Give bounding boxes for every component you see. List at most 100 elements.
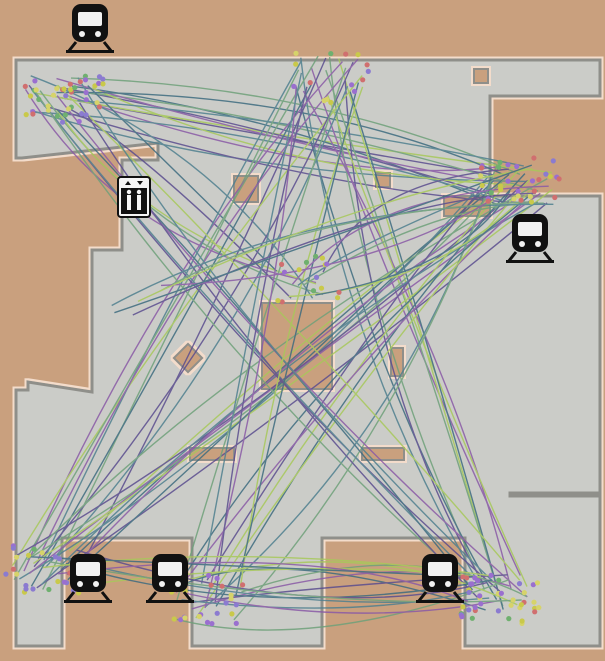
trajectory-path [190, 574, 508, 604]
trajectory-path [70, 77, 521, 176]
agent-dot [335, 295, 341, 301]
agent-dot [65, 106, 72, 112]
trajectory-path [137, 168, 533, 303]
agent-dot [556, 176, 562, 182]
agent-dot [472, 604, 478, 611]
agent-dot [328, 99, 334, 105]
trajectory-path [77, 77, 494, 582]
trajectory-path [326, 93, 528, 587]
trajectory-path [77, 57, 327, 573]
agent-dot [336, 289, 342, 295]
agent-dot [223, 600, 229, 606]
agent-dot [62, 112, 68, 118]
trajectory-path [235, 82, 360, 597]
agent-dot [182, 615, 188, 621]
agent-dot [76, 118, 82, 125]
agent-dot [54, 113, 60, 119]
agent-dot [77, 79, 83, 85]
agent-dot [27, 93, 34, 99]
agent-dot [296, 267, 302, 273]
pillar-bench-left [189, 447, 235, 461]
agent-dot [364, 62, 370, 68]
train-icon-bottom-left-1 [64, 554, 112, 603]
train-icon-right [506, 214, 554, 263]
agent-dot [478, 601, 484, 607]
agent-dot [3, 571, 9, 577]
agent-dot [39, 550, 45, 556]
pillar-corner [473, 68, 489, 84]
trajectory-path [28, 192, 541, 574]
agent-dot [508, 602, 514, 608]
agent-dot [310, 288, 317, 294]
agent-dot [13, 554, 20, 560]
agent-dot [529, 178, 536, 184]
trajectory-path [111, 203, 554, 307]
trajectory-path [349, 91, 504, 610]
agent-dot [479, 182, 485, 189]
agent-dot [275, 298, 281, 304]
trajectory-path [159, 201, 532, 292]
trajectory-path [310, 66, 521, 576]
agent-dot [313, 274, 320, 280]
trajectory-path [43, 61, 302, 561]
agent-dot [228, 596, 234, 602]
agent-dot [536, 605, 542, 611]
trajectory-path [32, 87, 473, 588]
agent-dot [485, 198, 491, 204]
agent-dot [45, 107, 52, 113]
agent-dot [209, 621, 215, 627]
agent-dot [496, 577, 502, 583]
trajectory-path [175, 568, 486, 611]
agent-dot [498, 186, 504, 193]
agent-dot [478, 165, 485, 171]
agent-dot [67, 81, 73, 87]
trajectory-path [184, 561, 518, 606]
agent-dot [307, 80, 313, 86]
agent-dot [488, 572, 494, 579]
agent-dot [527, 193, 533, 200]
agent-dot [72, 85, 78, 91]
agent-dot [511, 196, 517, 202]
agent-dot [464, 575, 470, 581]
agent-dot [319, 255, 325, 261]
trajectory-path [66, 203, 510, 576]
agent-dot [497, 159, 503, 165]
agent-dot [23, 586, 29, 592]
agent-dot [31, 546, 37, 552]
agent-dot [343, 51, 349, 57]
trajectory-path [315, 190, 511, 296]
agent-dot [515, 193, 521, 199]
trajectory-path [11, 75, 363, 566]
agent-dot [550, 158, 556, 164]
agent-dot [505, 178, 511, 184]
agent-dot [56, 556, 62, 562]
trajectory-path [32, 178, 505, 557]
agent-dot [514, 163, 520, 170]
agent-dot [321, 98, 327, 104]
agent-dot [521, 590, 527, 596]
trajectory-path [79, 102, 480, 600]
agent-dot [50, 92, 57, 98]
agent-dot [552, 194, 558, 201]
trajectory-path [30, 84, 312, 587]
agent-dot [516, 581, 523, 587]
agent-dot [293, 50, 299, 56]
agent-dot [100, 81, 106, 87]
trajectory-path [175, 192, 534, 591]
agent-dot [79, 111, 85, 117]
trajectory-path [15, 179, 529, 557]
agent-dot [281, 269, 288, 275]
agent-dot [96, 74, 103, 80]
trajectory-path [56, 109, 317, 285]
agent-dot [469, 615, 475, 621]
trajectory-path [87, 85, 278, 272]
trajectory-path [30, 75, 314, 299]
train-icon-bottom-right [416, 554, 464, 603]
agent-dot [506, 616, 512, 622]
agent-dot [460, 604, 466, 610]
agent-dot [208, 582, 214, 588]
agent-dot [94, 100, 100, 106]
agent-dot [365, 68, 371, 74]
agent-dot [36, 96, 42, 102]
